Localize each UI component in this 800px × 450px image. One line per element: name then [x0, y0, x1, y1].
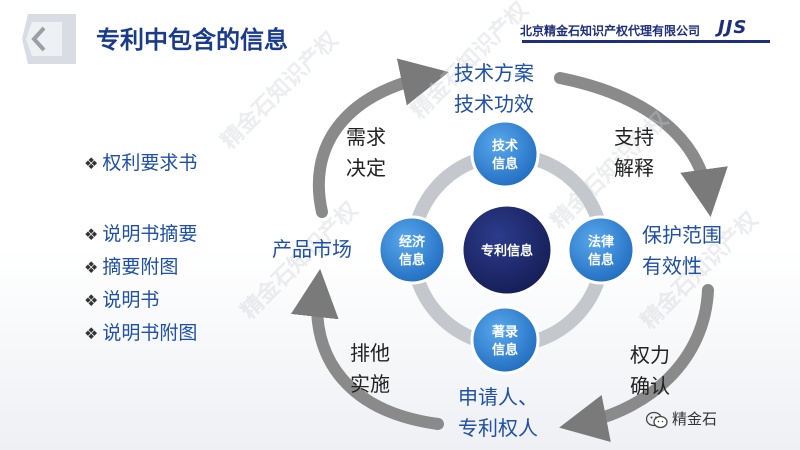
arrow-left-to-top — [312, 58, 449, 218]
node-technical: 技术 信息 — [470, 119, 540, 189]
list-item: ❖说明书摘要 — [84, 218, 197, 251]
company-logo: JJS — [718, 17, 748, 38]
arrow-top-to-right — [554, 72, 728, 218]
label-bottom: 申请人、 专利权人 — [458, 382, 538, 444]
list-item: ❖摘要附图 — [84, 251, 197, 284]
label-left-line1: 产品市场 — [272, 237, 352, 261]
arrow-right-to-bottom — [559, 284, 714, 443]
diamond-bullet-icon: ❖ — [84, 258, 99, 277]
arrow-label-bottom-right-line2: 确认 — [630, 374, 670, 398]
label-right-line2: 有效性 — [642, 254, 702, 278]
arrow-label-bottom-left-line2: 实施 — [350, 372, 390, 396]
wechat-tag: 精金石 — [646, 408, 717, 429]
diamond-bullet-icon: ❖ — [84, 154, 99, 173]
node-economic-line2: 信息 — [399, 252, 425, 268]
label-bottom-line2: 专利权人 — [458, 416, 538, 440]
node-legal-line1: 法律 — [588, 234, 614, 250]
description-list: ❖说明书摘要 ❖摘要附图 ❖说明书 ❖说明书附图 — [84, 218, 197, 350]
arrow-label-bottom-right: 权力 确认 — [630, 340, 670, 402]
node-technical-line1: 技术 — [492, 138, 518, 154]
arrow-label-bottom-left: 排他 实施 — [350, 338, 390, 400]
node-center: 专利信息 — [460, 203, 554, 297]
node-legal-line2: 信息 — [588, 252, 614, 268]
list-item-label: 说明书附图 — [102, 322, 198, 344]
node-bibliographic-line1: 著录 — [491, 324, 518, 340]
node-economic: 经济 信息 — [377, 215, 447, 285]
header-divider — [522, 40, 770, 43]
list-item-label: 权利要求书 — [102, 152, 198, 174]
arrow-label-top-right: 支持 解释 — [614, 122, 654, 184]
label-right: 保护范围 有效性 — [642, 220, 722, 282]
arrow-bottom-to-left — [290, 268, 444, 430]
diamond-bullet-icon: ❖ — [84, 324, 99, 343]
arrow-label-bottom-right-line1: 权力 — [630, 343, 670, 367]
label-top-line1: 技术方案 — [454, 61, 534, 85]
arrow-label-top-right-line2: 解释 — [614, 156, 654, 180]
wechat-icon — [646, 411, 668, 428]
watermark-text: 精金石知识产权 — [216, 26, 344, 154]
label-top: 技术方案 技术功效 — [454, 58, 534, 120]
diamond-bullet-icon: ❖ — [84, 291, 99, 310]
label-left: 产品市场 — [272, 234, 352, 265]
node-legal: 法律 信息 — [566, 215, 636, 285]
label-top-line2: 技术功效 — [454, 92, 534, 116]
wechat-label: 精金石 — [672, 410, 718, 428]
page-title: 专利中包含的信息 — [96, 26, 288, 54]
node-bibliographic: 著录 信息 — [470, 305, 540, 375]
arrow-label-bottom-left-line1: 排他 — [350, 341, 390, 365]
node-technical-line2: 信息 — [492, 156, 518, 172]
arrow-label-top-left-line2: 决定 — [346, 156, 386, 180]
node-economic-line1: 经济 — [399, 234, 426, 250]
company-name: 北京精金石知识产权代理有限公司 — [520, 24, 701, 38]
label-bottom-line1: 申请人、 — [458, 385, 538, 409]
arrow-label-top-left-line1: 需求 — [346, 125, 386, 149]
arrow-label-top-left: 需求 决定 — [346, 122, 386, 184]
claims-list: ❖权利要求书 — [84, 147, 197, 180]
list-item: ❖权利要求书 — [84, 147, 197, 180]
list-item-label: 说明书 — [102, 289, 160, 311]
list-item-label: 摘要附图 — [102, 256, 179, 278]
diamond-bullet-icon: ❖ — [84, 225, 99, 244]
node-bibliographic-line2: 信息 — [492, 342, 518, 358]
center-label: 专利信息 — [481, 243, 533, 259]
cycle-arrows — [290, 58, 728, 443]
label-right-line1: 保护范围 — [642, 223, 722, 247]
arrow-label-top-right-line1: 支持 — [614, 125, 654, 149]
list-item: ❖说明书附图 — [84, 317, 197, 350]
list-item-label: 说明书摘要 — [102, 223, 198, 245]
title-badge-icon — [22, 14, 76, 64]
list-item: ❖说明书 — [84, 284, 197, 317]
